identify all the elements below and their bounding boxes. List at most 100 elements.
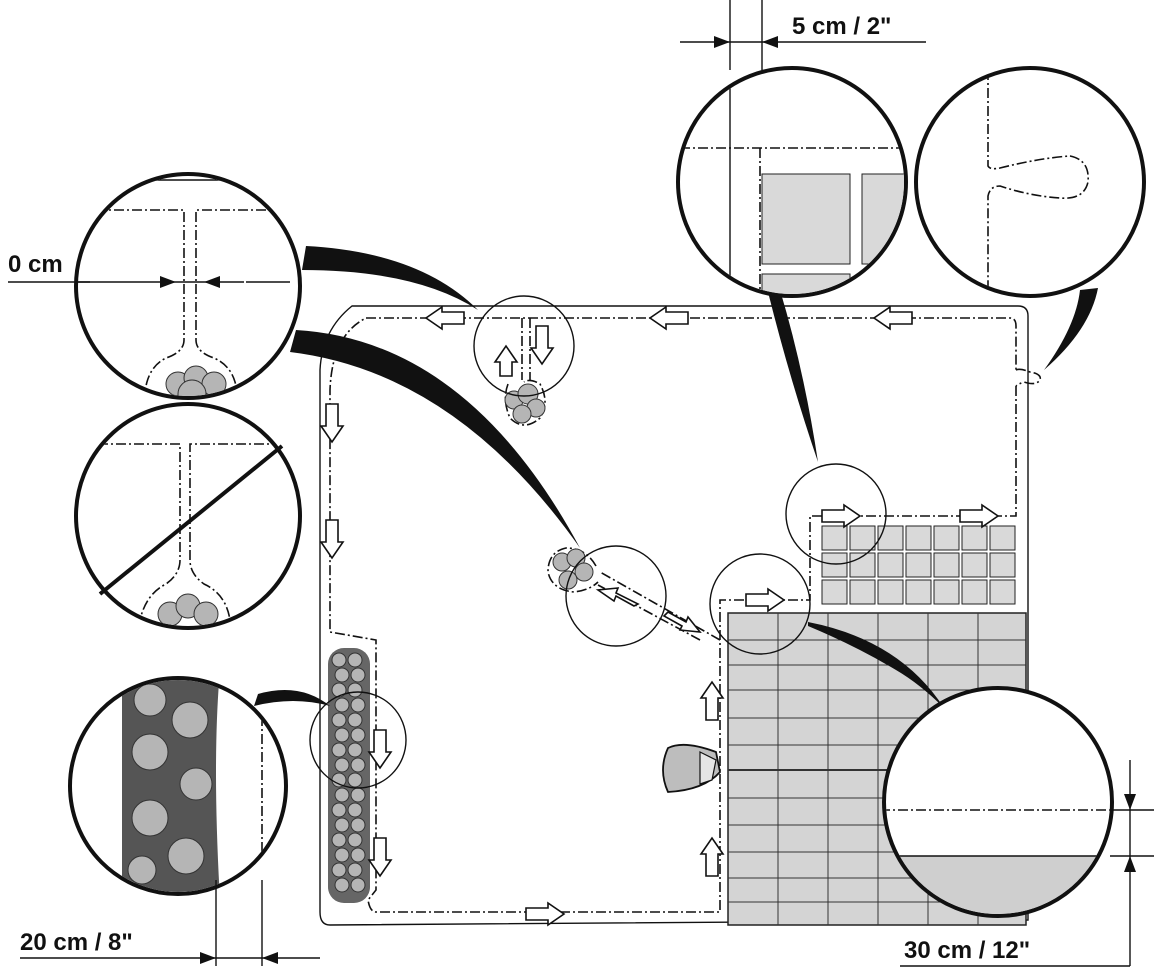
hedge-shrub	[331, 832, 347, 848]
hedge-shrub	[331, 862, 347, 878]
hedge-shrub	[350, 847, 366, 863]
arrow-right-4	[959, 503, 1000, 529]
arrow-right-2	[745, 587, 786, 613]
detail-marker-top	[473, 295, 575, 397]
leader-hedge	[254, 690, 330, 706]
hedge-shrub	[331, 802, 347, 818]
paving-tile	[989, 552, 1016, 578]
detail-marker-hedge	[309, 691, 407, 789]
leader-top-right	[1044, 288, 1098, 370]
hedge-shrub	[347, 652, 363, 668]
paving-tile	[961, 525, 988, 551]
hedge-shrub	[350, 787, 366, 803]
hedge-shrub	[334, 787, 350, 803]
hedge-shrub	[331, 712, 347, 728]
hedge-dim-arrow-left	[200, 952, 216, 964]
arrow-down-3	[367, 729, 393, 770]
paving-tile	[961, 552, 988, 578]
arrow-diag-up-left	[595, 587, 640, 607]
label-twenty-cm: 20 cm / 8"	[20, 929, 133, 956]
leader-top-left	[302, 246, 478, 310]
label-zero-cm: 0 cm	[8, 251, 63, 278]
paving-tiles-small	[821, 525, 1016, 605]
hedge-shrub	[347, 772, 363, 788]
paving-tile	[877, 552, 904, 578]
paving-tile	[905, 525, 932, 551]
hedge-shrub	[350, 757, 366, 773]
hedge-shrub	[331, 742, 347, 758]
hedge-shrub	[334, 877, 350, 893]
hedge-shrub	[334, 847, 350, 863]
paving-tile	[933, 579, 960, 605]
paving-tile	[933, 525, 960, 551]
hedge-shrub	[334, 757, 350, 773]
paving-tile	[905, 552, 932, 578]
hedge-shrub	[331, 682, 347, 698]
hedge-shrub	[347, 682, 363, 698]
thirty-cm-arrow-top	[1124, 794, 1136, 810]
arrow-down-4	[367, 837, 393, 878]
paving-tile	[821, 579, 848, 605]
cross-out-line	[98, 444, 284, 596]
robot-mower	[662, 743, 721, 793]
arrow-diag-down-right	[662, 611, 702, 633]
paving-tile	[849, 552, 876, 578]
leader-paving	[808, 622, 944, 708]
mid-bush	[552, 548, 594, 590]
five-cm-arrow-right	[762, 36, 778, 48]
detail-incorrect	[74, 402, 302, 630]
hedge-strip	[328, 648, 370, 903]
top-bush	[504, 383, 546, 424]
arrow-left-1	[424, 305, 465, 331]
label-thirty-cm: 30 cm / 12"	[904, 937, 1030, 964]
paving-tile	[877, 525, 904, 551]
hedge-dim-arrow-right	[262, 952, 278, 964]
wire-around-top-bush	[504, 379, 546, 426]
hedge-shrub	[331, 772, 347, 788]
paving-tile	[849, 525, 876, 551]
hedge-shrub	[331, 652, 347, 668]
hedge-shrub	[350, 817, 366, 833]
arrow-down-top	[529, 325, 555, 366]
hedge-shrub	[347, 742, 363, 758]
detail-marker-mid	[565, 545, 667, 647]
hedge-shrub	[347, 802, 363, 818]
detail-marker-paving	[709, 553, 811, 655]
arrow-up-1	[699, 836, 725, 877]
hedge-shrub	[347, 862, 363, 878]
paving-tile	[849, 579, 876, 605]
paving-tile	[821, 552, 848, 578]
hedge-shrub	[334, 817, 350, 833]
detail-marker-tiles	[785, 463, 887, 565]
arrow-left-3	[872, 305, 913, 331]
wire-to-mid-bush	[597, 571, 721, 641]
wire-to-top-bush	[521, 318, 531, 380]
paving-tile	[877, 579, 904, 605]
hedge-shrub	[350, 697, 366, 713]
arrow-right-1	[525, 901, 566, 927]
thirty-cm-arrow-bottom	[1124, 856, 1136, 872]
hedge-shrub	[350, 667, 366, 683]
paving-tile	[961, 579, 988, 605]
hedge-shrub	[350, 727, 366, 743]
paving-tile	[989, 579, 1016, 605]
direction-arrows	[319, 305, 1000, 927]
paving-tile	[933, 552, 960, 578]
hedge-shrub	[347, 832, 363, 848]
detail-hedge	[68, 676, 288, 896]
paving-tile	[905, 579, 932, 605]
arrow-up-2	[699, 680, 725, 721]
arrow-down-1	[319, 403, 345, 444]
arrow-down-2	[319, 519, 345, 560]
five-cm-arrow-left	[714, 36, 730, 48]
paving-tile	[821, 525, 848, 551]
arrow-left-2	[648, 305, 689, 331]
detail-wire-loop	[914, 66, 1146, 298]
paving-tile	[989, 525, 1016, 551]
hedge-shrub	[350, 877, 366, 893]
boundary-wire-loop	[1015, 368, 1042, 387]
hedge-shrub	[334, 697, 350, 713]
arrow-right-3	[821, 503, 862, 529]
